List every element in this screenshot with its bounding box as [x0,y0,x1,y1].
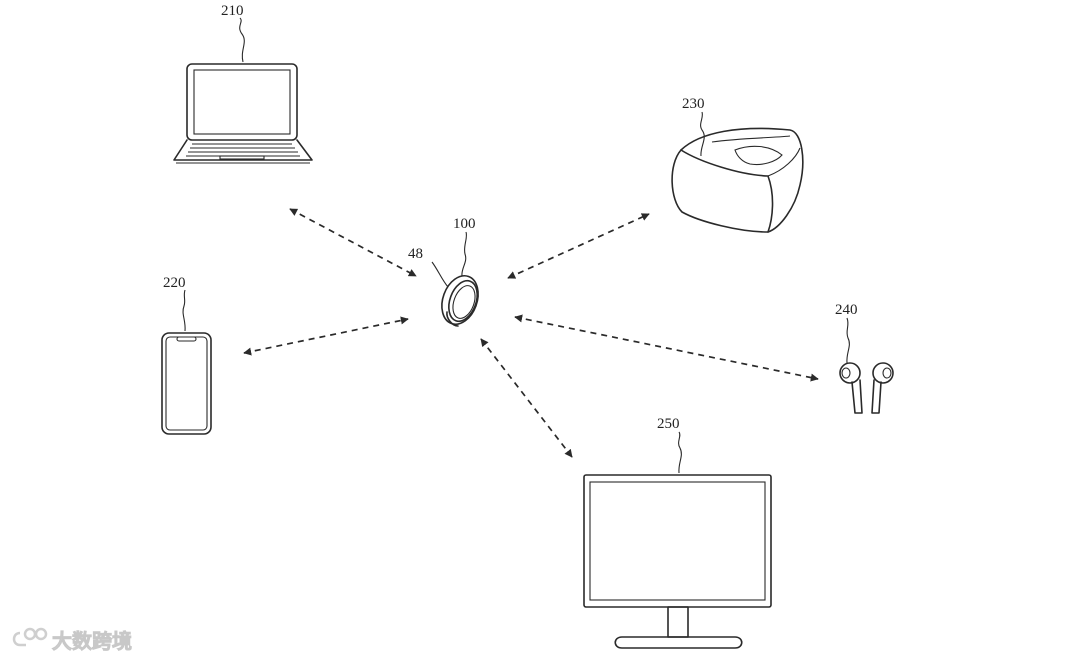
link-ring-monitor [480,338,573,458]
connection-links [243,208,819,458]
ring-part-ref-label: 48 [408,246,423,262]
left-earbud [839,362,863,414]
monitor-device: 250 [583,416,772,649]
headset-ref-label: 230 [682,96,705,112]
watermark-icon [12,627,48,647]
right-earbud [871,362,894,414]
watermark-logo: 大数跨境 [12,627,132,653]
laptop-keyboard [186,143,300,160]
laptop-device: 210 [173,3,313,164]
watermark-text: 大数跨境 [52,629,132,653]
ring-ref-label: 100 [453,216,476,232]
link-ring-earbuds [514,314,819,382]
smart-ring-device: 100 48 [408,216,479,327]
vr-headset-device: 230 [671,96,804,233]
phone-ref-label: 220 [163,275,186,291]
monitor-ref-label: 250 [657,416,680,432]
link-ring-headset [507,213,650,279]
link-ring-phone [243,316,409,356]
smartphone-device: 220 [161,275,212,435]
earbuds-ref-label: 240 [835,302,858,318]
laptop-ref-label: 210 [221,3,244,19]
earbuds-device: 240 [835,302,894,414]
link-ring-laptop [289,208,417,277]
